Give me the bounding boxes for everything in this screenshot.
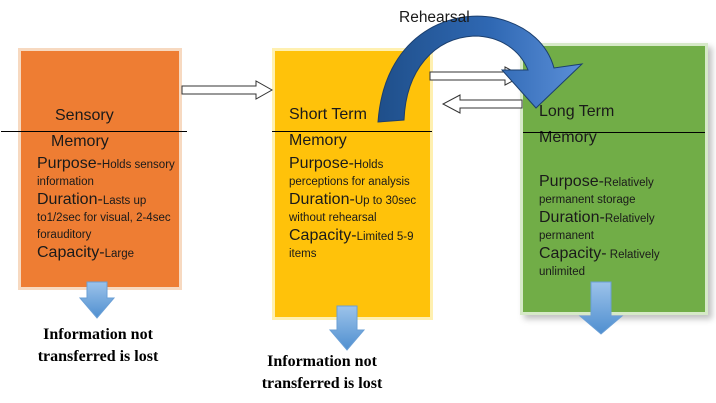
sensory-down-arrow bbox=[78, 281, 116, 319]
short-term-lost-line2: transferred is lost bbox=[261, 375, 383, 392]
sensory-lost-note: Information not transferred is lost bbox=[8, 324, 188, 368]
sensory-to-short-term-arrow bbox=[181, 80, 274, 100]
short-term-down-arrow bbox=[328, 305, 366, 351]
sensory-memory-box: Sensory Memory Purpose-Holds sensory inf… bbox=[1, 48, 187, 290]
short-term-title-line2: Memory bbox=[289, 132, 347, 149]
sensory-purpose: Purpose-Holds sensory information bbox=[37, 155, 175, 188]
long-term-divider bbox=[523, 132, 705, 133]
sensory-capacity: Capacity-Large bbox=[37, 244, 134, 261]
sensory-lost-line2: transferred is lost bbox=[37, 348, 159, 365]
long-term-purpose: Purpose-Relatively permanent storage bbox=[539, 173, 654, 206]
long-term-to-short-term-arrow bbox=[441, 94, 523, 114]
sensory-details: Purpose-Holds sensory information Durati… bbox=[37, 155, 177, 263]
long-term-memory-title: Long Term Memory bbox=[539, 99, 699, 151]
long-term-capacity: Capacity- Relatively unlimited bbox=[539, 245, 660, 278]
short-term-lost-note: Information not transferred is lost bbox=[232, 351, 412, 395]
short-term-memory-title: Short Term Memory bbox=[289, 102, 429, 154]
short-term-duration: Duration-Up to 30sec without rehearsal bbox=[289, 191, 417, 224]
long-term-down-arrow bbox=[578, 281, 624, 335]
sensory-memory-title: Sensory Memory bbox=[51, 103, 175, 155]
sensory-divider bbox=[1, 131, 187, 132]
short-term-purpose: Purpose-Holds perceptions for analysis bbox=[289, 155, 410, 188]
short-term-divider bbox=[272, 131, 432, 132]
sensory-lost-line1: Information not bbox=[43, 326, 153, 343]
sensory-title-line1: Sensory bbox=[55, 107, 114, 124]
sensory-title-line2: Memory bbox=[51, 133, 109, 150]
short-term-details: Purpose-Holds perceptions for analysis D… bbox=[289, 155, 427, 263]
long-term-title-line2: Memory bbox=[539, 129, 597, 146]
long-term-details: Purpose-Relatively permanent storage Dur… bbox=[539, 173, 687, 281]
short-term-capacity: Capacity-Limited 5-9 items bbox=[289, 227, 414, 260]
long-term-title-line1: Long Term bbox=[539, 103, 615, 120]
sensory-duration: Duration-Lasts up to1/2sec for visual, 2… bbox=[37, 191, 171, 241]
rehearsal-label: Rehearsal bbox=[399, 9, 470, 26]
short-term-lost-line1: Information not bbox=[267, 353, 377, 370]
rehearsal-arrow bbox=[377, 15, 584, 123]
short-term-title-line1: Short Term bbox=[289, 106, 367, 123]
long-term-duration: Duration-Relatively permanent bbox=[539, 209, 655, 242]
